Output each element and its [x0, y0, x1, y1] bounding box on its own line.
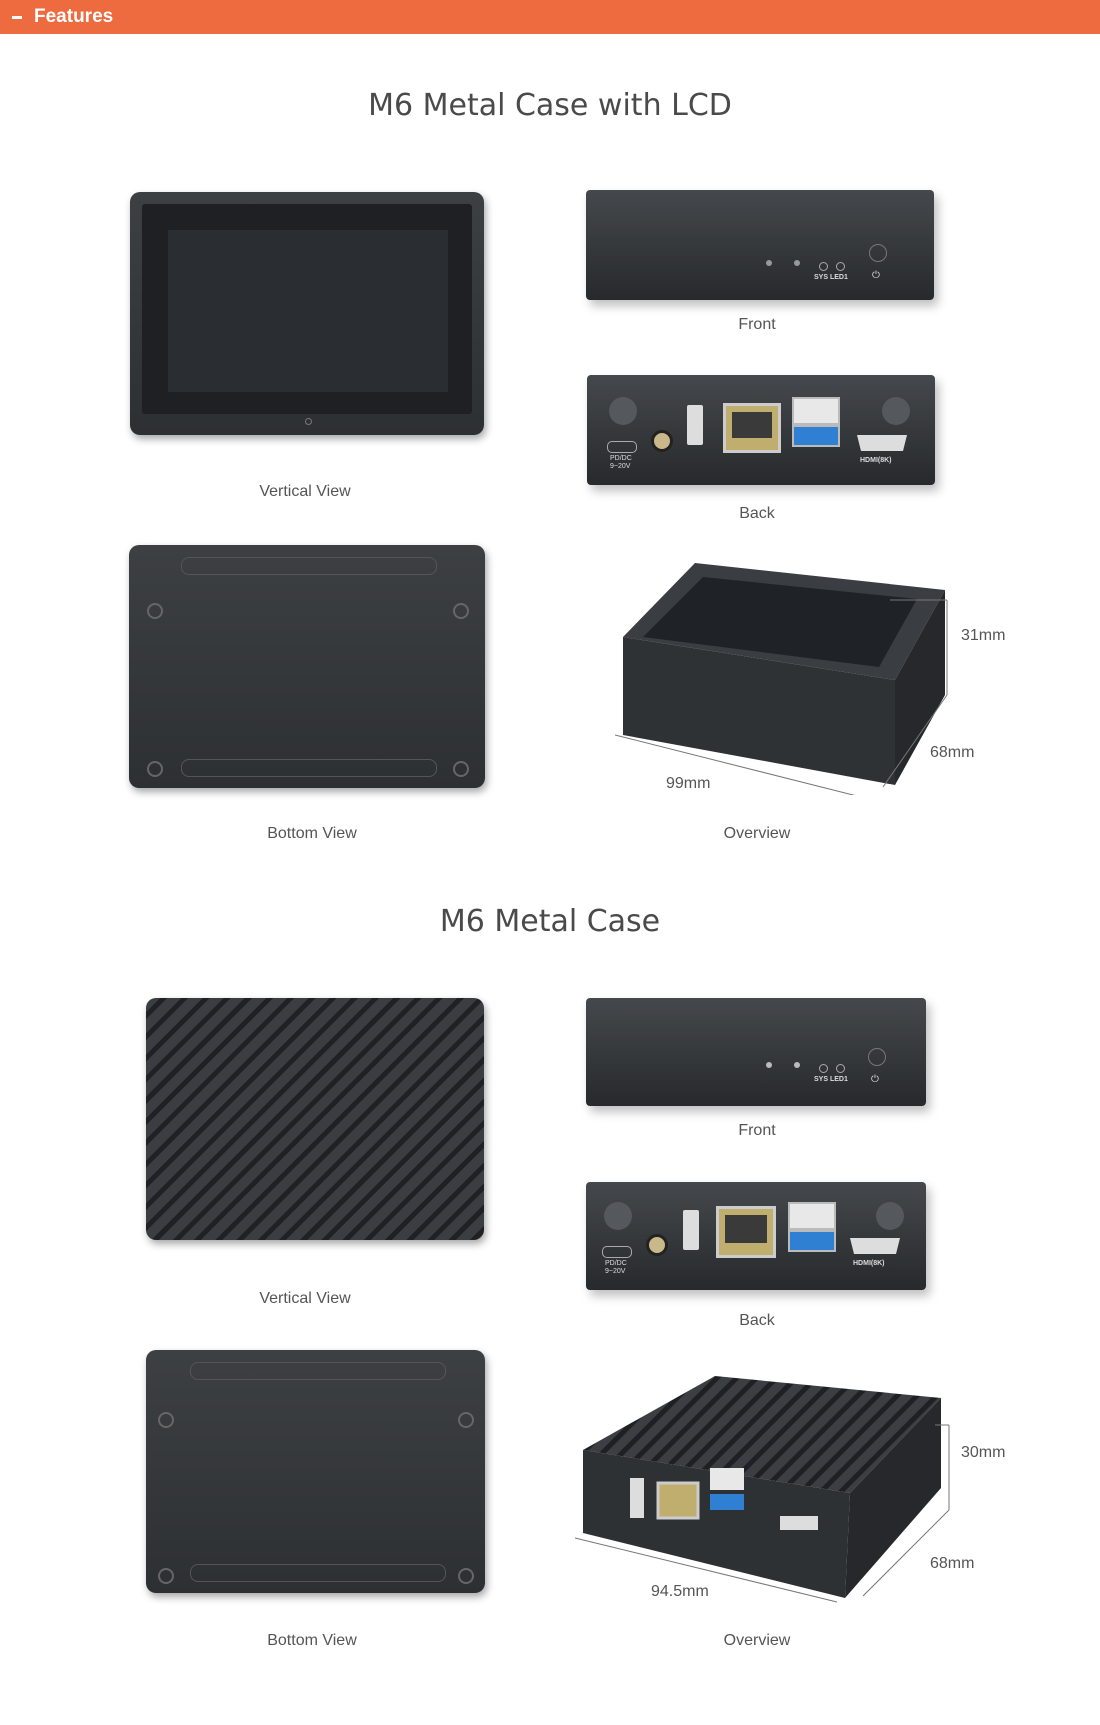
- hdmi-label: HDMI(8K): [853, 1260, 885, 1267]
- usb3-port: [788, 1230, 836, 1252]
- caption-overview-2: Overview: [723, 1632, 791, 1649]
- metal-bottom-view-image: [146, 1350, 485, 1593]
- metal-vertical-view-image: [146, 998, 484, 1240]
- caption-bottom-view-2: Bottom View: [267, 1632, 357, 1649]
- screw-icon: [453, 603, 469, 619]
- metal-overview-image: [574, 1376, 950, 1603]
- audio-jack: [646, 1234, 668, 1256]
- dim-depth-lcd: 68mm: [930, 744, 975, 761]
- header-title: Features: [34, 6, 114, 27]
- metal-front-image: SYS LED1 ⏻: [586, 998, 926, 1106]
- usb2-port: [788, 1202, 836, 1230]
- hdmi-label: HDMI(8K): [860, 457, 892, 464]
- dim-width-metal: 94.5mm: [651, 1583, 709, 1600]
- dim-width-lcd: 99mm: [666, 775, 711, 792]
- section-title-lcd: M6 Metal Case with LCD: [368, 88, 732, 123]
- screw-icon: [158, 1412, 174, 1428]
- usb-a-port: [683, 1210, 699, 1250]
- caption-vertical-view: Vertical View: [259, 483, 351, 500]
- ethernet-port: [723, 403, 781, 453]
- dim-depth-metal: 68mm: [930, 1555, 975, 1572]
- hdmi-port: [857, 435, 907, 451]
- dim-height-metal: 30mm: [961, 1444, 1006, 1461]
- hdmi-port: [850, 1238, 900, 1254]
- caption-overview: Overview: [723, 825, 791, 842]
- screw-icon: [147, 603, 163, 619]
- section-title-metal: M6 Metal Case: [439, 904, 661, 939]
- screw-icon: [458, 1412, 474, 1428]
- collapse-icon[interactable]: [12, 15, 22, 19]
- caption-front: Front: [738, 316, 776, 333]
- lcd-front-image: SYS LED1 ⏻: [586, 190, 934, 300]
- audio-jack: [651, 430, 673, 452]
- usb-a-port: [687, 405, 703, 445]
- sys-led1-label-2: SYS LED1: [814, 1076, 848, 1083]
- lcd-vertical-view-image: [130, 192, 484, 435]
- usb2-port: [792, 397, 840, 425]
- features-header[interactable]: Features: [0, 0, 1100, 34]
- lcd-bottom-view-image: [129, 545, 485, 788]
- screw-icon: [158, 1568, 174, 1584]
- power-icon: ⏻: [871, 1074, 879, 1085]
- lcd-overview-image: [614, 563, 948, 795]
- sys-led1-label: SYS LED1: [814, 274, 848, 281]
- power-icon: ⏻: [872, 270, 880, 281]
- dim-height-lcd: 31mm: [961, 627, 1006, 644]
- caption-back: Back: [739, 505, 775, 522]
- caption-back-2: Back: [739, 1312, 775, 1329]
- caption-front-2: Front: [738, 1122, 776, 1139]
- power-button: [869, 244, 887, 262]
- lcd-screen: [142, 204, 472, 414]
- screw-icon: [458, 1568, 474, 1584]
- usb-c-port: [602, 1246, 632, 1258]
- caption-bottom-view: Bottom View: [267, 825, 357, 842]
- caption-vertical-view-2: Vertical View: [259, 1290, 351, 1307]
- screw-icon: [453, 761, 469, 777]
- usb3-port: [792, 425, 840, 447]
- usb-c-port: [607, 441, 637, 453]
- camera-dot: [305, 418, 312, 425]
- screw-icon: [147, 761, 163, 777]
- power-button: [868, 1048, 886, 1066]
- ethernet-port: [716, 1206, 776, 1258]
